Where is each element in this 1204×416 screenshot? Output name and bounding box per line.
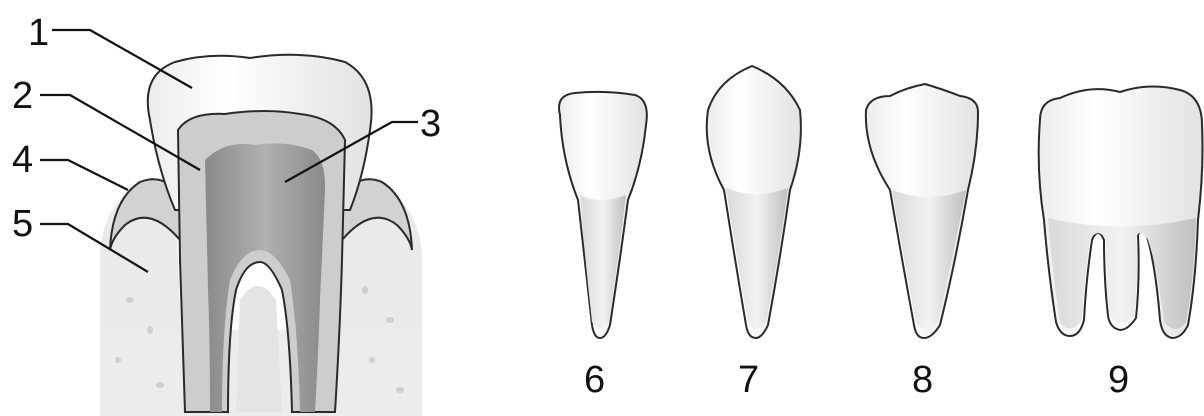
label-3: 3 xyxy=(420,103,441,145)
label-2: 2 xyxy=(12,75,33,117)
label-9: 9 xyxy=(1108,359,1129,401)
label-4: 4 xyxy=(12,139,33,181)
label-8: 8 xyxy=(912,359,933,401)
root-canal xyxy=(236,286,282,412)
leader-4 xyxy=(40,160,128,190)
tooth-premolar: 8 xyxy=(866,84,978,401)
tooth-incisor: 6 xyxy=(559,92,647,401)
label-7: 7 xyxy=(738,359,759,401)
tooth-cross-section xyxy=(100,55,422,416)
label-1: 1 xyxy=(28,12,49,54)
label-6: 6 xyxy=(584,359,605,401)
label-5: 5 xyxy=(12,203,33,245)
tooth-molar: 9 xyxy=(1039,86,1203,401)
molar-root xyxy=(1048,218,1196,329)
tooth-canine: 7 xyxy=(707,66,801,401)
